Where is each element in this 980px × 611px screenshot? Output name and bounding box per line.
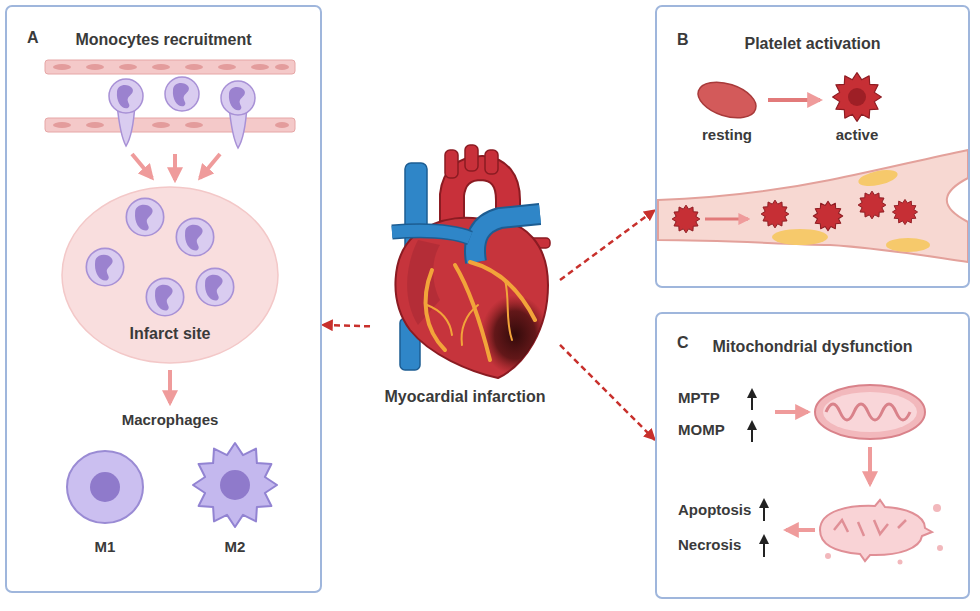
figure-label: M2 [225,538,246,555]
monocyte [176,218,213,255]
activation-arrow [768,98,820,102]
monocyte [196,268,233,305]
panel-box: B Platelet activation [655,5,970,288]
figure-label: Apoptosis [678,501,751,518]
panel-box: C Mitochondrial dysfunction [655,312,970,599]
mitochondrion [815,385,925,439]
figure-label: resting [702,126,752,143]
panel-title: Platelet activation [744,35,880,53]
diagram-center-label: Myocardial infarction [385,388,546,406]
panel-letter: A [27,29,39,47]
heart-illustration [392,145,550,378]
macrophage-m2 [193,443,277,527]
panel-letter: C [677,334,689,352]
dashed-arrow [560,345,655,440]
monocyte [126,198,163,235]
monocyte [86,248,123,285]
figure-label: Necrosis [678,536,741,553]
infarct-region [62,187,278,363]
figure-label: MPTP [678,389,720,406]
dashed-arrow [322,325,370,326]
figure-label: Macrophages [122,411,219,428]
panel-title: Monocytes recruitment [75,31,251,49]
figure-label: active [836,126,879,143]
blood-vessel [45,60,295,132]
artery-with-thrombus [658,150,968,262]
resting-platelet [694,76,761,125]
region-label: Infarct site [130,325,211,343]
monocyte [109,77,255,148]
infarct-ellipse: Infarct site [60,185,280,365]
figure-label: M1 [95,538,116,555]
active-platelet [833,73,882,122]
panel-title: Mitochondrial dysfunction [713,338,913,356]
macrophage-m1 [67,451,143,523]
panel-letter: B [677,31,689,49]
damaged-mitochondrion [820,500,943,565]
figure-label: MOMP [678,421,725,438]
monocyte [146,278,183,315]
heart-node: Myocardial infarction [370,150,560,412]
increase-arrow [752,390,764,557]
dashed-arrow [560,210,655,280]
panel-box: Infarct site A Monocytes recruitment [5,5,322,593]
